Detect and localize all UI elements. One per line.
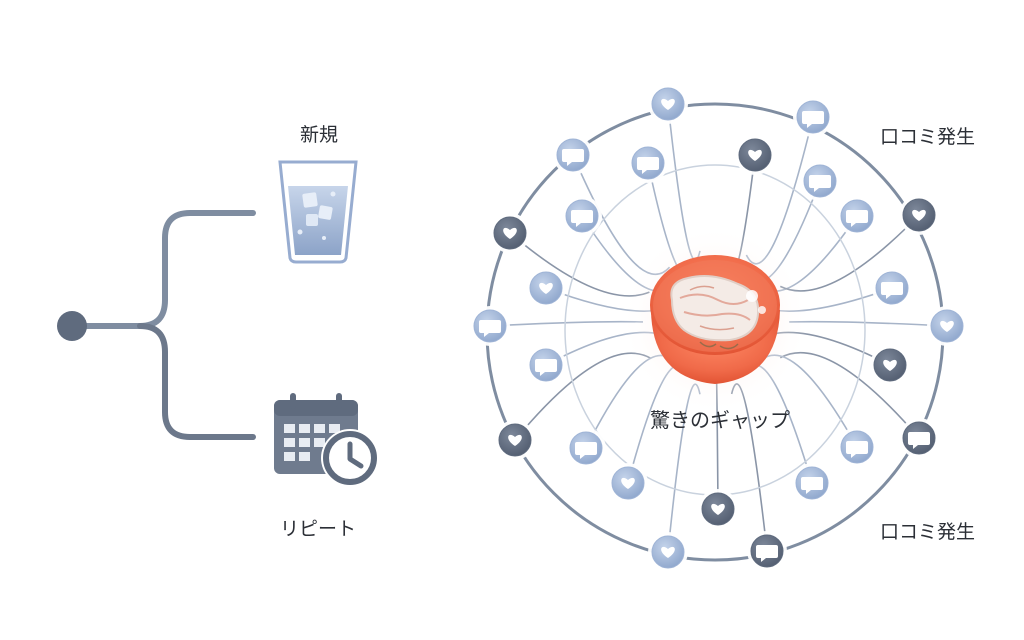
new-customer-label: 新規 [300,124,339,146]
chat-bubble-icon [837,196,877,236]
heart-bubble-icon [490,213,530,253]
chat-bubble-icon [793,97,833,137]
chat-bubble-icon [899,418,939,458]
chat-bubble-icon [837,427,877,467]
heart-bubble-icon [698,489,738,529]
chat-bubble-icon [800,161,840,201]
chat-bubble-icon [562,196,602,236]
network-link [789,320,948,327]
calendar-clock-icon [274,393,379,487]
chat-bubble-icon [470,306,510,346]
steak-bowl-icon [620,225,810,415]
chat-bubble-icon [553,135,593,175]
heart-bubble-icon [735,135,775,175]
water-glass-icon [278,160,358,264]
heart-bubble-icon [495,420,535,460]
branch-line-repeat [137,323,256,440]
center-label: 驚きのギャップ [650,408,790,432]
heart-bubble-icon [899,195,939,235]
word-of-mouth-label-bottom: 口コミ発生 [880,521,976,543]
chat-bubble-icon [526,345,566,385]
heart-bubble-icon [526,268,566,308]
heart-bubble-icon [927,306,967,346]
heart-bubble-icon [648,532,688,572]
chat-bubble-icon [566,428,606,468]
chat-bubble-icon [792,463,832,503]
branch-line-new [69,210,256,329]
heart-bubble-icon [870,345,910,385]
repeat-customer-label: リピート [280,518,357,540]
heart-bubble-icon [608,463,648,503]
branch-tree [57,210,256,440]
root-node [57,311,87,341]
chat-bubble-icon [747,531,787,571]
chat-bubble-icon [872,268,912,308]
network-nodes [470,84,967,572]
word-of-mouth-label-top: 口コミ発生 [880,126,976,148]
chat-bubble-icon [628,143,668,183]
heart-bubble-icon [648,84,688,124]
